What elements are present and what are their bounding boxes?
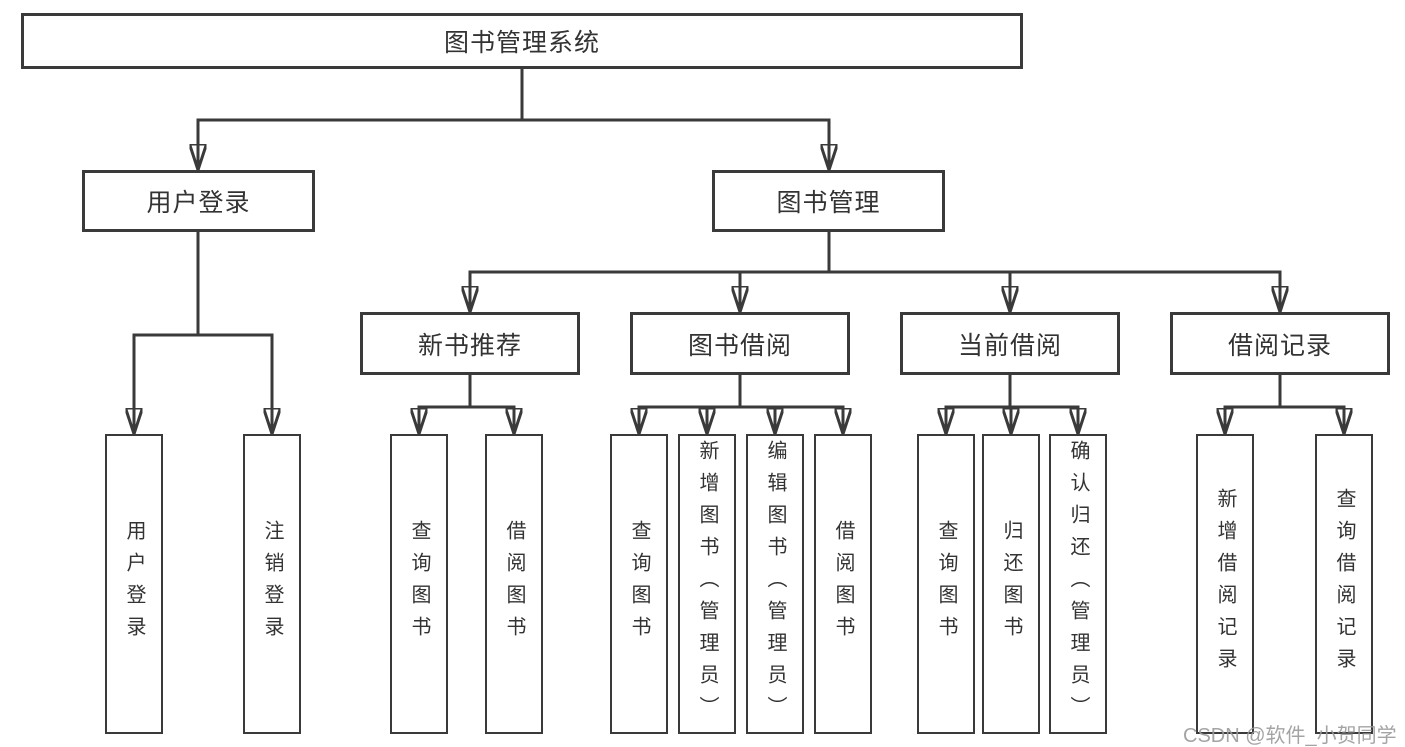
leaf-search-borrow-record: 查询借阅记录 <box>1315 434 1373 734</box>
leaf-borrow-books-recommendation: 借阅图书 <box>485 434 543 734</box>
leaf-search-books-borrowing: 查询图书 <box>610 434 668 734</box>
node-book-borrowing: 图书借阅 <box>630 312 850 375</box>
leaf-logout: 注销登录 <box>243 434 301 734</box>
leaf-edit-books-admin: 编辑图书（管理员） <box>746 434 804 734</box>
node-user-login: 用户登录 <box>82 170 315 232</box>
leaf-search-books-current-label: 查询图书 <box>935 520 957 648</box>
leaf-add-books-admin-label: 新增图书（管理员） <box>696 440 718 728</box>
leaf-search-borrow-record-label: 查询借阅记录 <box>1333 488 1355 680</box>
leaf-return-books: 归还图书 <box>982 434 1040 734</box>
node-borrowing-records: 借阅记录 <box>1170 312 1390 375</box>
leaf-borrow-books-recommendation-label: 借阅图书 <box>503 520 525 648</box>
leaf-add-books-admin: 新增图书（管理员） <box>678 434 736 734</box>
node-book-management: 图书管理 <box>712 170 945 232</box>
leaf-user-login: 用户登录 <box>105 434 163 734</box>
leaf-search-books-recommendation: 查询图书 <box>390 434 448 734</box>
leaf-borrow-books-label: 借阅图书 <box>832 520 854 648</box>
node-library-management-system: 图书管理系统 <box>21 13 1023 69</box>
leaf-confirm-return-admin-label: 确认归还（管理员） <box>1067 440 1089 728</box>
node-current-borrowing: 当前借阅 <box>900 312 1120 375</box>
leaf-logout-label: 注销登录 <box>261 520 283 648</box>
leaf-search-books-recommendation-label: 查询图书 <box>408 520 430 648</box>
leaf-confirm-return-admin: 确认归还（管理员） <box>1049 434 1107 734</box>
leaf-search-books-current: 查询图书 <box>917 434 975 734</box>
leaf-add-borrow-record: 新增借阅记录 <box>1196 434 1254 734</box>
leaf-return-books-label: 归还图书 <box>1000 520 1022 648</box>
leaf-borrow-books: 借阅图书 <box>814 434 872 734</box>
leaf-edit-books-admin-label: 编辑图书（管理员） <box>764 440 786 728</box>
csdn-watermark: CSDN @软件_小贺同学 <box>1183 725 1397 747</box>
leaf-search-books-borrowing-label: 查询图书 <box>628 520 650 648</box>
leaf-add-borrow-record-label: 新增借阅记录 <box>1214 488 1236 680</box>
leaf-user-login-label: 用户登录 <box>123 520 145 648</box>
node-new-book-recommendation: 新书推荐 <box>360 312 580 375</box>
